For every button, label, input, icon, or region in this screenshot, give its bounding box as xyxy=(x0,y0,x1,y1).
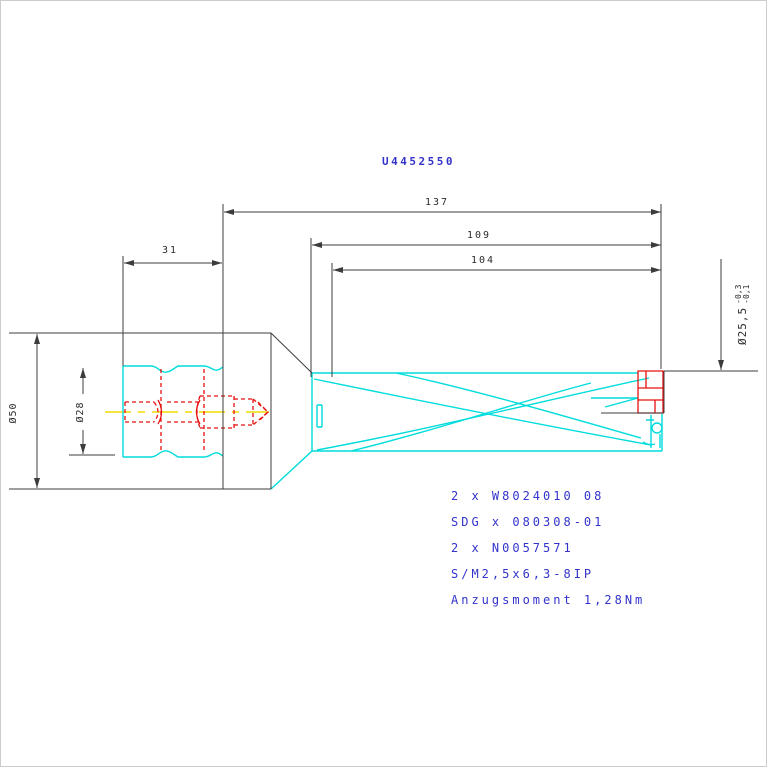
dim-length-to-flange: 109 xyxy=(467,230,492,241)
drill-outline xyxy=(122,365,663,490)
note-part-number: 2 x N0057571 xyxy=(451,541,574,555)
tip-diameter-value: Ø25,5 xyxy=(736,306,749,345)
dim-neck-diameter: Ø28 xyxy=(73,394,89,430)
tip-diameter-tolerance: -0,3 -0,1 xyxy=(734,284,751,304)
hidden-detail-red xyxy=(124,369,269,453)
note-tightening-torque: Anzugsmoment 1,28Nm xyxy=(451,593,646,607)
drawing-number: U4452550 xyxy=(382,155,455,168)
note-insert-size: SDG x 080308-01 xyxy=(451,515,605,529)
tolerance-lower: -0,1 xyxy=(742,284,751,304)
note-screw-spec: S/M2,5x6,3-8IP xyxy=(451,567,595,581)
dimension-arrows xyxy=(34,209,724,488)
dim-length-total: 137 xyxy=(425,197,450,208)
dim-shank-length: 31 xyxy=(162,245,179,256)
extension-and-dimension-lines xyxy=(9,204,758,490)
dim-tip-diameter: Ø25,5 -0,3 -0,1 xyxy=(731,261,755,345)
insert-red xyxy=(637,370,664,414)
dim-flute-length: 104 xyxy=(471,255,496,266)
note-insert-spec: 2 x W8024010 08 xyxy=(451,489,605,503)
dim-body-diameter: Ø50 xyxy=(7,395,21,431)
